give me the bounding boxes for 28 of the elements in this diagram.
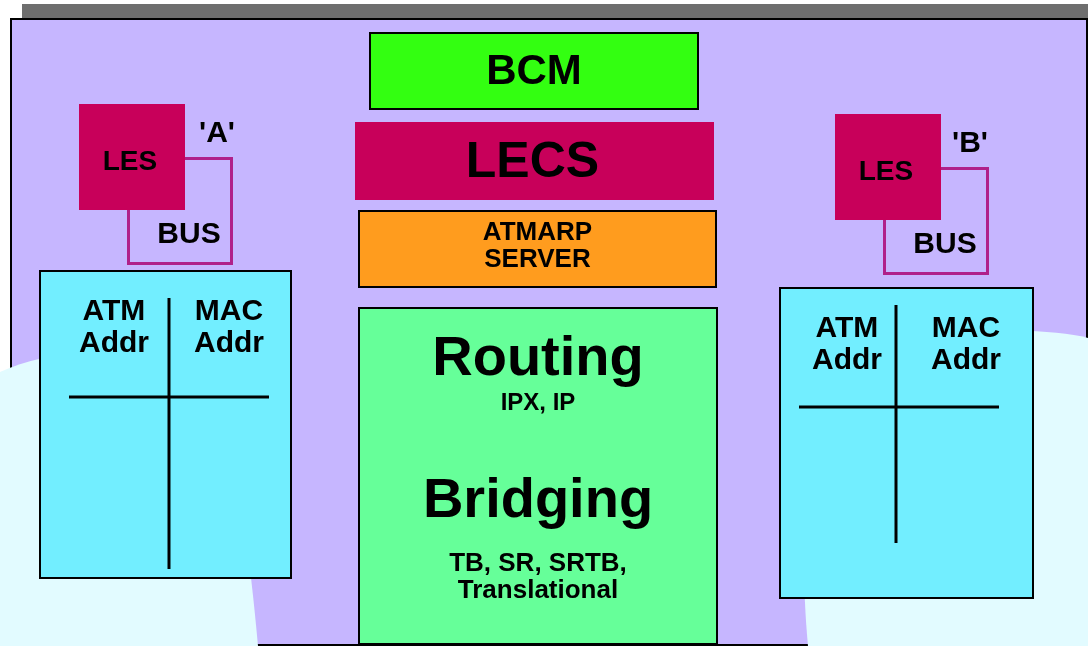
node-label: ATM Addr (78, 294, 150, 357)
node-label: Routing (431, 327, 645, 386)
address-table (779, 287, 1034, 599)
server-box (835, 114, 941, 220)
server-box (883, 220, 989, 275)
function-box (358, 210, 717, 288)
top-bar (22, 4, 1088, 18)
node-label: MAC Addr (193, 294, 265, 357)
address-table (39, 270, 292, 579)
node-label: BUS (156, 217, 222, 249)
node-label: LECS (464, 134, 601, 187)
function-box (358, 307, 718, 645)
node-caption: 'B' (952, 126, 988, 158)
function-box (369, 32, 699, 110)
node-label: IPX, IP (499, 389, 577, 415)
node-label: ATM Addr (811, 311, 883, 374)
node-caption: 'A' (199, 116, 235, 148)
node-label: TB, SR, SRTB, Translational (448, 549, 628, 604)
node-label: BCM (485, 48, 583, 93)
node-label: MAC Addr (930, 311, 1002, 374)
node-label: ATMARP SERVER (481, 218, 594, 273)
server-box (127, 210, 233, 265)
node-label: LES (857, 156, 915, 186)
node-label: LES (101, 146, 159, 176)
function-box (355, 122, 714, 200)
node-label: Bridging (421, 469, 655, 528)
node-label: BUS (912, 227, 978, 259)
server-box (79, 104, 185, 210)
